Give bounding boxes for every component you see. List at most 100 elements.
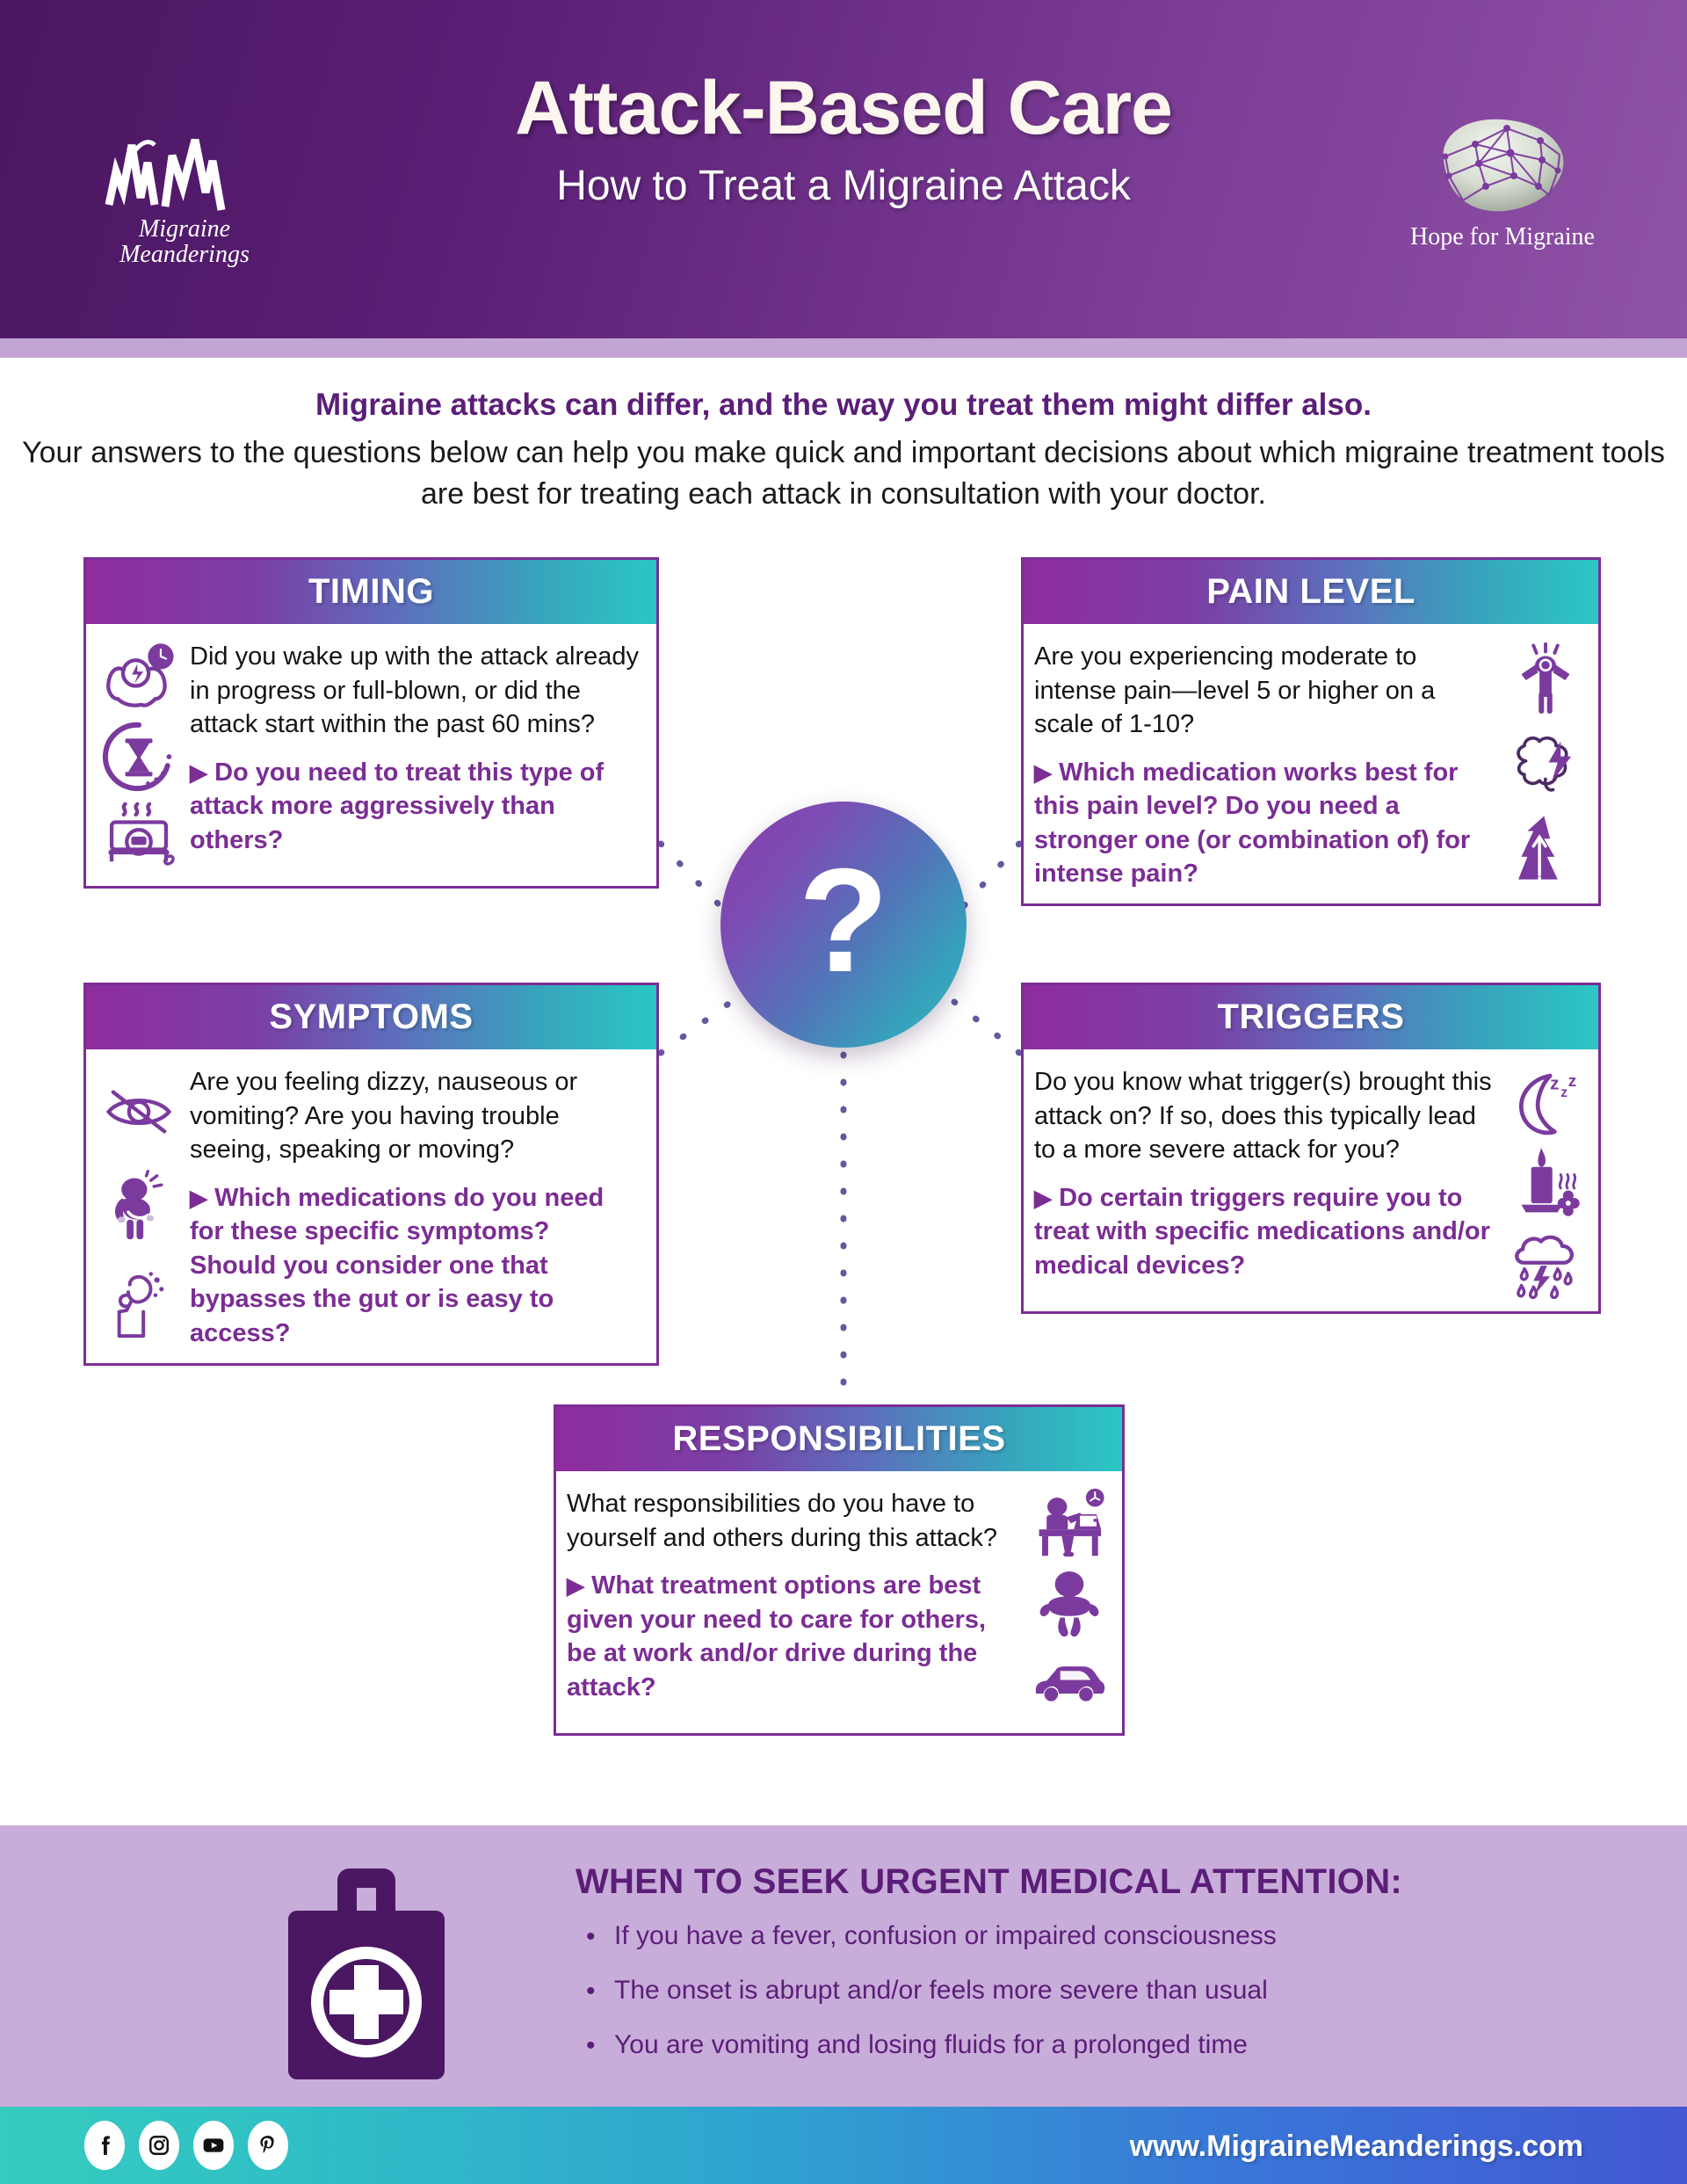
card-timing-body: Did you wake up with the attack already … (86, 624, 656, 886)
card-responsibilities-header: RESPONSIBILITIES (556, 1407, 1122, 1471)
card-pain-level-body: Are you experiencing moderate to intense… (1024, 624, 1598, 903)
card-timing-icons (97, 640, 181, 874)
bullet-icon: • (586, 1922, 596, 1951)
car-icon (1035, 1666, 1105, 1701)
svg-text:z: z (1568, 1072, 1576, 1091)
pinterest-icon[interactable] (248, 2121, 288, 2170)
card-pain-level-prompt: ▶ Which medication works best for this p… (1034, 756, 1495, 891)
intro-lead-text: Migraine attacks can differ, and the way… (315, 388, 1372, 422)
card-responsibilities-prompt-text: What treatment options are best given yo… (567, 1571, 986, 1701)
card-symptoms-question: Are you feeling dizzy, nauseous or vomit… (190, 1068, 578, 1165)
youtube-icon[interactable] (193, 2121, 234, 2170)
page-header: Migraine Meanderings Attack-Based Care H… (0, 0, 1687, 338)
svg-text:z: z (1550, 1074, 1559, 1094)
title-block: Attack-Based Care How to Treat a Migrain… (290, 66, 1397, 210)
mm-logo-line2: Meanderings (119, 241, 250, 269)
card-triggers-text: Do you know what trigger(s) brought this… (1034, 1065, 1495, 1299)
eye-crossed-out-icon (105, 1090, 172, 1134)
first-aid-kit-icon-wrap (257, 1856, 476, 2080)
card-symptoms-icons (97, 1065, 181, 1351)
page-title: Attack-Based Care (515, 66, 1173, 150)
card-pain-level-icons (1503, 640, 1588, 891)
storm-cloud-rain-icon (1515, 1235, 1574, 1299)
card-pain-level-title: PAIN LEVEL (1206, 572, 1415, 611)
card-pain-level: PAIN LEVEL (1021, 557, 1601, 906)
page-subtitle: How to Treat a Migraine Attack (556, 162, 1131, 209)
card-responsibilities: RESPONSIBILITIES (554, 1404, 1125, 1736)
hope-for-migraine-logo: Hope for Migraine (1406, 105, 1599, 251)
hope-for-migraine-label: Hope for Migraine (1410, 223, 1595, 250)
card-responsibilities-prompt: ▶ What treatment options are best given … (567, 1569, 1018, 1704)
person-nauseous-icon (115, 1170, 163, 1240)
urgent-attention-title: WHEN TO SEEK URGENT MEDICAL ATTENTION: (576, 1862, 1403, 1901)
urgent-item-text: You are vomiting and losing fluids for a… (614, 2030, 1248, 2059)
card-symptoms-prompt-text: Which medications do you need for these … (190, 1183, 605, 1347)
person-dizzy-icon (117, 1272, 164, 1338)
svg-text:z: z (1560, 1085, 1568, 1100)
urgent-attention-list: • If you have a fever, confusion or impa… (576, 1921, 1586, 2060)
list-item: • You are vomiting and losing fluids for… (576, 2030, 1586, 2060)
card-timing: TIMING (83, 557, 659, 889)
rising-arrow-icon (1518, 816, 1558, 882)
card-symptoms-header: SYMPTOMS (86, 985, 656, 1049)
youtube-glyph (203, 2138, 224, 2152)
bullet-icon: • (586, 1977, 596, 2006)
brain-network-icon (1442, 119, 1563, 212)
person-holding-head-icon (1521, 642, 1570, 715)
card-timing-header: TIMING (86, 560, 656, 624)
brain-lightning-icon (1517, 736, 1572, 792)
card-triggers-question: Do you know what trigger(s) brought this… (1034, 1068, 1492, 1165)
list-item: • If you have a fever, confusion or impa… (576, 1921, 1586, 1951)
intro-section: Migraine attacks can differ, and the way… (0, 387, 1687, 515)
website-url[interactable]: www.MigraineMeanderings.com (1129, 2130, 1583, 2163)
arrow-icon: ▶ (1034, 1184, 1052, 1211)
urgent-item-text: If you have a fever, confusion or impair… (614, 1921, 1277, 1950)
urgent-attention-text: WHEN TO SEEK URGENT MEDICAL ATTENTION: •… (576, 1862, 1586, 2086)
card-timing-question: Did you wake up with the attack already … (190, 642, 639, 739)
scented-candle-icon (1521, 1147, 1580, 1216)
question-mark-icon: ? (798, 838, 889, 1003)
card-responsibilities-title: RESPONSIBILITIES (672, 1419, 1006, 1458)
card-triggers-prompt-text: Do certain triggers require you to treat… (1034, 1183, 1490, 1280)
bullet-icon: • (586, 2031, 596, 2060)
facebook-glyph (101, 2136, 110, 2155)
arrow-icon: ▶ (1034, 758, 1052, 786)
first-aid-kit-icon (288, 1868, 445, 2079)
card-responsibilities-body: What responsibilities do you have to you… (556, 1471, 1122, 1733)
urgent-attention-section: WHEN TO SEEK URGENT MEDICAL ATTENTION: •… (0, 1825, 1687, 2107)
card-pain-level-prompt-text: Which medication works best for this pai… (1034, 758, 1471, 889)
card-symptoms-text: Are you feeling dizzy, nauseous or vomit… (190, 1065, 642, 1351)
card-timing-text: Did you wake up with the attack already … (190, 640, 642, 874)
card-triggers-body: z z z (1024, 1049, 1598, 1311)
card-timing-title: TIMING (308, 572, 434, 611)
arrow-icon: ▶ (190, 1184, 207, 1211)
card-symptoms-body: Are you feeling dizzy, nauseous or vomit… (86, 1049, 656, 1363)
hourglass-timer-icon (102, 722, 172, 792)
social-links[interactable] (84, 2121, 288, 2170)
head-pain-clock-icon (106, 643, 174, 707)
arrow-icon: ▶ (190, 758, 207, 786)
center-question-badge: ? (720, 802, 967, 1048)
card-pain-level-header: PAIN LEVEL (1024, 560, 1598, 624)
header-underline (0, 338, 1687, 358)
intro-body-text: Your answers to the questions below can … (22, 436, 1665, 511)
pinterest-glyph (260, 2136, 274, 2153)
list-item: • The onset is abrupt and/or feels more … (576, 1976, 1586, 2006)
facebook-icon[interactable] (84, 2121, 125, 2170)
card-triggers-prompt: ▶ Do certain triggers require you to tre… (1034, 1181, 1495, 1283)
card-triggers-icons: z z z (1503, 1065, 1588, 1299)
card-pain-level-text: Are you experiencing moderate to intense… (1034, 640, 1495, 891)
urgent-item-text: The onset is abrupt and/or feels more se… (614, 1976, 1268, 2005)
moon-sleep-icon: z z z (1519, 1072, 1576, 1136)
card-responsibilities-text: What responsibilities do you have to you… (567, 1487, 1018, 1721)
card-pain-level-question: Are you experiencing moderate to intense… (1034, 642, 1436, 739)
card-timing-prompt: ▶ Do you need to treat this type of atta… (190, 756, 642, 858)
instagram-glyph (149, 2136, 169, 2155)
mm-monogram-icon (105, 138, 226, 211)
migraine-meanderings-logo: Migraine Meanderings (97, 136, 272, 290)
card-triggers: TRIGGERS z z z (1021, 983, 1601, 1314)
card-triggers-title: TRIGGERS (1217, 998, 1405, 1036)
card-responsibilities-icons (1027, 1487, 1111, 1721)
instagram-icon[interactable] (139, 2121, 179, 2170)
mm-logo-line1: Migraine (138, 215, 231, 243)
